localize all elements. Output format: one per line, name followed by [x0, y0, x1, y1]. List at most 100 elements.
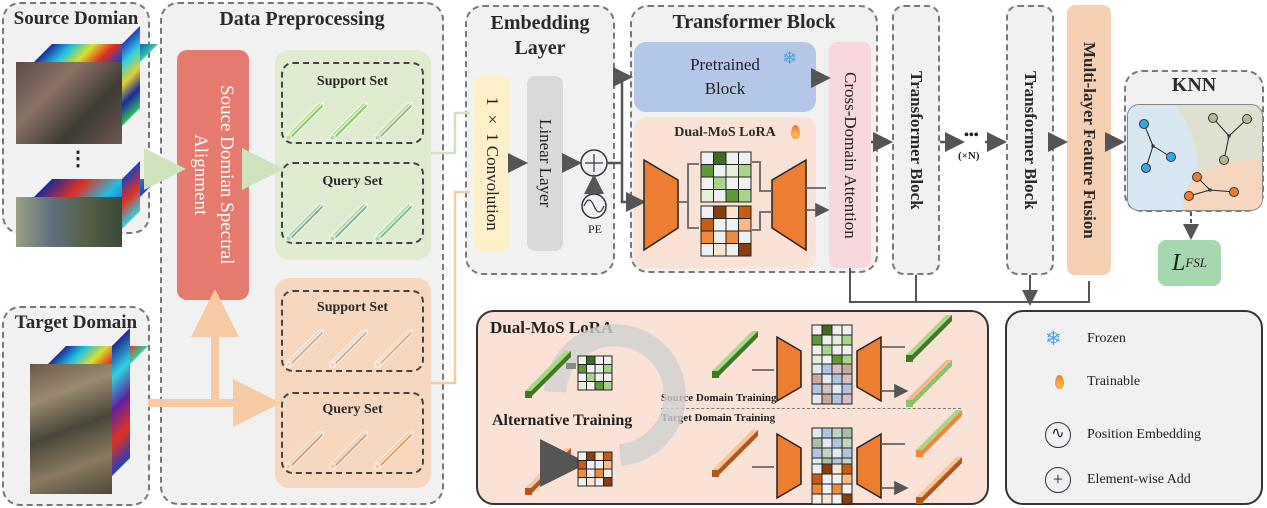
matrix-cell: [725, 189, 739, 203]
legend-frozen-label: Frozen: [1087, 330, 1126, 346]
matrix-cell: [700, 164, 714, 178]
matrix-cell: [713, 164, 727, 178]
legend-trainable: Trainable: [1045, 374, 1140, 390]
matrix-cell: [811, 344, 823, 356]
matrix-cell: [700, 176, 714, 190]
arrow-green-to-conv: [431, 111, 470, 155]
transformer-block-title: Transformer Block: [672, 11, 836, 33]
matrix-cell: [831, 437, 843, 449]
spectral-alignment-block: Souce Domian Spectral Alignment: [177, 50, 249, 300]
matrix-cell: [738, 151, 752, 165]
lora-prism-orange: [712, 470, 719, 477]
lora-trapezoid: [856, 432, 882, 500]
lora-down-projection: [643, 158, 679, 252]
prism-orange: [330, 431, 368, 465]
knn-title: KNN: [1171, 74, 1217, 96]
conv-block: 1 × 1 Convolution: [474, 76, 510, 251]
matrix-cell: [841, 483, 853, 495]
matrix-cell: [841, 393, 853, 405]
lora-prism-green: [912, 315, 952, 361]
matrix-cell: [586, 355, 596, 365]
position-embedding-icon: [581, 193, 607, 219]
prism-green: [330, 102, 368, 136]
matrix-cell: [841, 493, 853, 505]
matrix-cell: [700, 205, 714, 219]
matrix-cell: [586, 372, 596, 382]
prism-orange: [290, 431, 324, 469]
matrix-cell: [577, 460, 587, 470]
knn-point: [1219, 155, 1229, 165]
matrix-cell: [700, 230, 714, 244]
matrix-cell: [821, 473, 833, 485]
matrix-cell: [811, 334, 823, 346]
matrix-cell: [725, 205, 739, 219]
matrix-cell: [811, 463, 823, 475]
matrix-cell: [831, 427, 843, 439]
lora-prism-orange: [916, 457, 962, 497]
matrix-cell: [603, 468, 613, 478]
target-query-set: Query Set: [281, 392, 424, 474]
matrix-cell: [831, 473, 843, 485]
prism-orange: [334, 329, 368, 367]
sample-prisms: [285, 102, 413, 470]
prism-orange: [379, 329, 413, 367]
lora-detail-graphics: [525, 315, 962, 504]
target-support-label: Support Set: [316, 300, 389, 315]
lora-prism-green: [906, 315, 952, 355]
lora-prism-green: [712, 371, 719, 378]
prism-green: [334, 203, 368, 241]
matrix-cell: [586, 364, 596, 374]
matrix-cell: [577, 372, 587, 382]
prism-orange: [379, 431, 413, 469]
matrix-cell: [811, 363, 823, 375]
target-hsi-cube: [30, 328, 148, 496]
matrix-cell: [821, 427, 833, 439]
ellipsis: ⋮: [68, 148, 88, 170]
matrix-cell: [700, 243, 714, 257]
matrix-cell: [841, 344, 853, 356]
lora-prism-green: [906, 355, 913, 362]
matrix-cell: [841, 473, 853, 485]
linear-label: Linear Layer: [536, 119, 555, 208]
lora-prism-orange: [916, 497, 923, 504]
legend-add-label: Element-wise Add: [1087, 472, 1191, 487]
lora-arrow: [752, 443, 905, 488]
matrix-cell: [586, 381, 596, 391]
legend-trainable-label: Trainable: [1087, 374, 1141, 389]
source-hsi-cube-2: [16, 161, 158, 247]
legend-element-add: + Element-wise Add: [1045, 467, 1191, 493]
matrix-cell: [821, 483, 833, 495]
lora-prism-green: [531, 351, 571, 397]
lora-prism-orange: [718, 430, 758, 476]
feature-fusion-block: Multi-layer Feature Fusion: [1067, 5, 1111, 275]
prism-orange: [329, 361, 336, 368]
feature-fusion-label: Multi-layer Feature Fusion: [1080, 41, 1099, 239]
matrix-cell: [713, 218, 727, 232]
matrix-cell: [586, 468, 596, 478]
prism-green: [290, 102, 324, 140]
orange-lora-matrix: [700, 205, 752, 257]
matrix-cell: [821, 437, 833, 449]
matrix-cell: [603, 364, 613, 374]
source-support-set: Support Set: [281, 62, 424, 144]
matrix-cell: [841, 463, 853, 475]
prism-green: [285, 134, 292, 141]
pe-label: PE: [588, 222, 603, 236]
knn-point: [1141, 163, 1151, 173]
matrix-cell: [725, 218, 739, 232]
loss-subscript: FSL: [1185, 255, 1208, 270]
lora-prism-mixed: [912, 360, 952, 406]
matrix-cell: [603, 451, 613, 461]
matrix-cell: [594, 468, 604, 478]
matrix-cell: [594, 451, 604, 461]
matrix-cell: [577, 468, 587, 478]
prism-orange: [375, 329, 413, 363]
matrix-cell: [594, 460, 604, 470]
transformer-block-1: Transformer Block: [892, 5, 940, 275]
lora-prism-mixed: [906, 360, 952, 400]
lora-prism-green: [718, 331, 758, 377]
matrix-cell: [738, 189, 752, 203]
prism-green: [286, 102, 324, 136]
domain-divider: [661, 408, 961, 409]
